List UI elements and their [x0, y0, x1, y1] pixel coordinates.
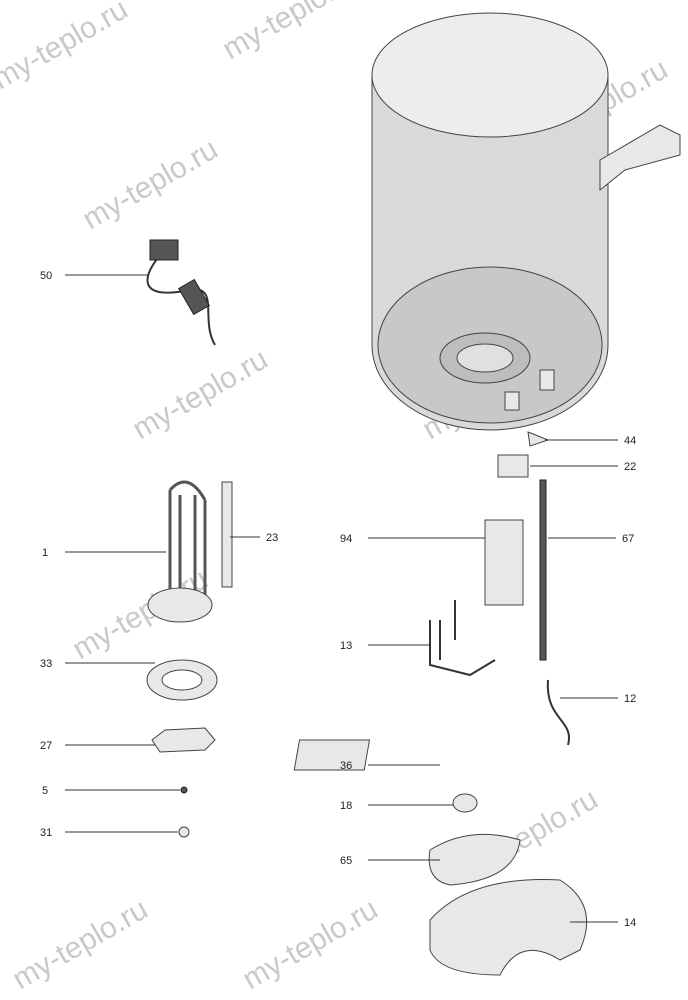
callout-label-14: 14 — [624, 917, 636, 929]
callout-label-67: 67 — [622, 533, 634, 545]
wall-bracket — [599, 124, 681, 192]
watermark-text: my-teplo.ru — [0, 0, 133, 96]
cable-part — [546, 679, 571, 746]
water-heater-tank — [371, 12, 681, 431]
watermark-text: my-teplo.ru — [77, 132, 223, 236]
watermark-text: my-teplo.ru — [127, 342, 273, 446]
harness-part — [429, 600, 496, 677]
anode-rod-part — [221, 481, 233, 588]
clip-part — [527, 431, 550, 447]
callout-label-94: 94 — [340, 533, 352, 545]
callout-label-65: 65 — [340, 855, 352, 867]
callout-label-27: 27 — [40, 740, 52, 752]
callout-label-22: 22 — [624, 461, 636, 473]
watermark-text: my-teplo.ru — [7, 892, 153, 996]
callout-label-5: 5 — [42, 785, 48, 797]
callout-label-31: 31 — [40, 827, 52, 839]
washer-part — [180, 786, 188, 794]
callout-label-36: 36 — [340, 760, 352, 772]
heating-element-part — [147, 480, 213, 623]
callout-label-23: 23 — [266, 532, 278, 544]
probe-part — [539, 479, 547, 661]
watermark-text: my-teplo.ru — [237, 892, 383, 996]
bottom-cover-part — [429, 879, 588, 976]
callout-label-33: 33 — [40, 658, 52, 670]
knob-part — [452, 793, 478, 813]
callout-label-44: 44 — [624, 435, 636, 447]
callout-label-50: 50 — [40, 270, 52, 282]
callout-layer: 50 1 23 33 27 5 31 44 22 94 67 13 12 36 18 65 14 — [40, 270, 636, 929]
power-cord-part — [146, 239, 216, 346]
nut-part — [178, 826, 190, 838]
watermark-text: my-teplo.ru — [217, 0, 363, 66]
flange-bracket-part — [151, 727, 216, 753]
board-part — [484, 519, 524, 606]
display-board-part — [293, 739, 371, 771]
callout-label-13: 13 — [340, 640, 352, 652]
callout-label-18: 18 — [340, 800, 352, 812]
callout-label-12: 12 — [624, 693, 636, 705]
valve-part — [497, 454, 529, 478]
callout-label-1: 1 — [42, 547, 48, 559]
control-panel-part — [428, 833, 521, 886]
